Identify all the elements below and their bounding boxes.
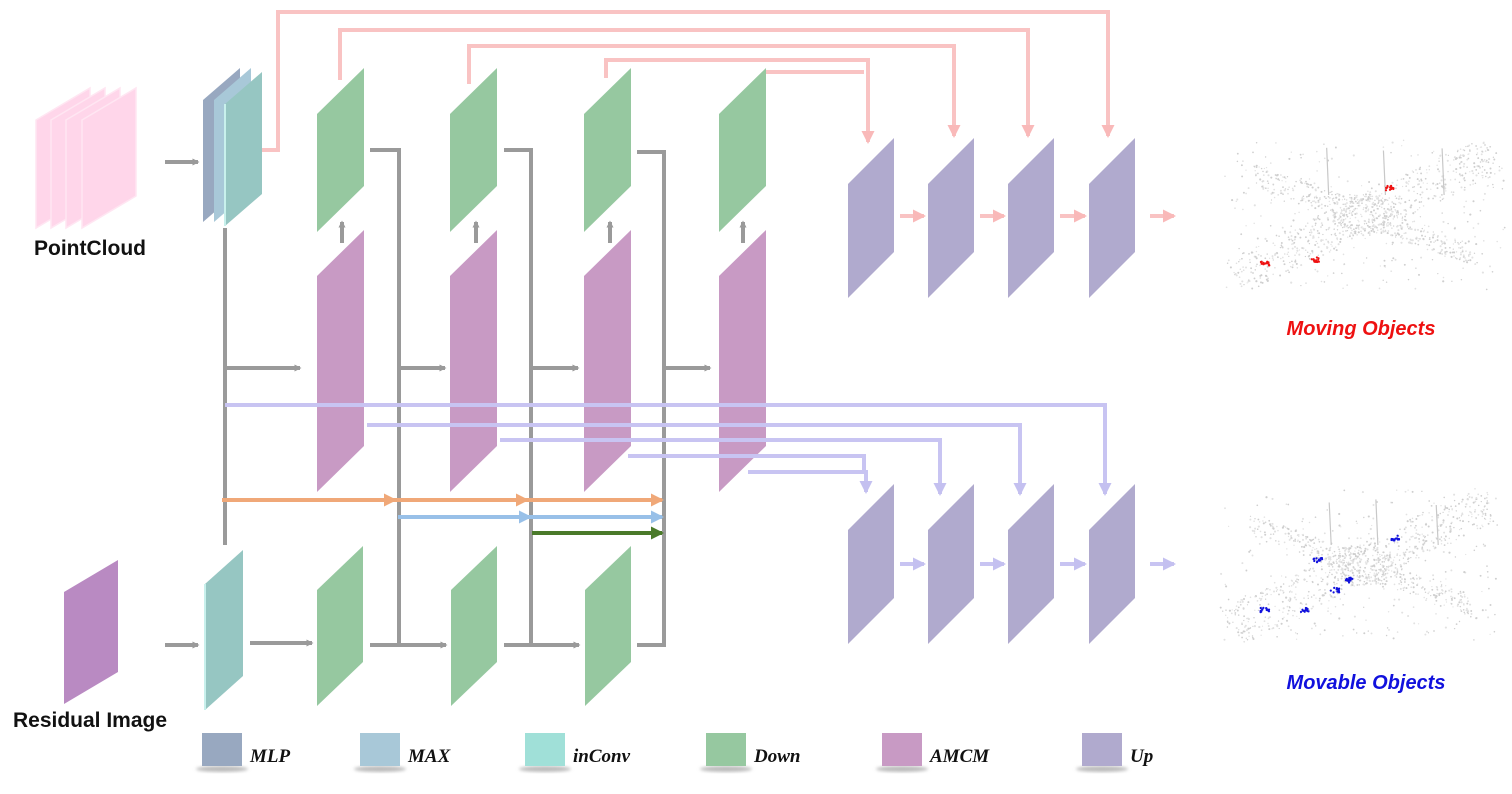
residual-image-input <box>64 560 118 704</box>
moving-skip-connections <box>262 10 1115 152</box>
legend-label-up: Up <box>1130 746 1153 767</box>
gray-trunk-lines <box>223 148 666 647</box>
mlp-max-inconv-stack <box>203 68 262 226</box>
moving-objects-label: Moving Objects <box>1287 318 1436 340</box>
legend-label-amcm: AMCM <box>929 746 990 767</box>
up-blocks-movable <box>848 484 1135 644</box>
down-blocks-top <box>317 68 766 232</box>
movable-objects-label: Movable Objects <box>1287 672 1446 694</box>
legend-label-inconv: inConv <box>573 746 631 767</box>
fusion-arrows <box>222 493 664 540</box>
residual-image-label: Residual Image <box>13 709 167 732</box>
amcm-blocks <box>317 230 766 492</box>
movable-skip-connections <box>225 403 1112 496</box>
legend-swatch-down <box>706 733 746 766</box>
pointcloud-input-stack <box>35 86 137 230</box>
gray-arrows <box>165 158 747 649</box>
legend: MLP MAX inConv Down AMCM Up <box>196 733 1153 772</box>
moving-objects-pointcloud <box>1224 139 1506 291</box>
up-blocks-moving <box>848 138 1135 298</box>
movable-objects-pointcloud <box>1219 488 1499 643</box>
legend-swatch-amcm <box>882 733 922 766</box>
legend-swatch-mlp <box>202 733 242 766</box>
inconv-block-bottom <box>204 550 243 710</box>
legend-label-mlp: MLP <box>249 746 291 767</box>
pointcloud-label: PointCloud <box>34 237 146 260</box>
legend-swatch-inconv <box>525 733 565 766</box>
legend-label-down: Down <box>753 746 800 767</box>
legend-swatch-max <box>360 733 400 766</box>
down-blocks-bottom <box>317 546 631 706</box>
legend-label-max: MAX <box>407 746 452 767</box>
legend-swatch-up <box>1082 733 1122 766</box>
